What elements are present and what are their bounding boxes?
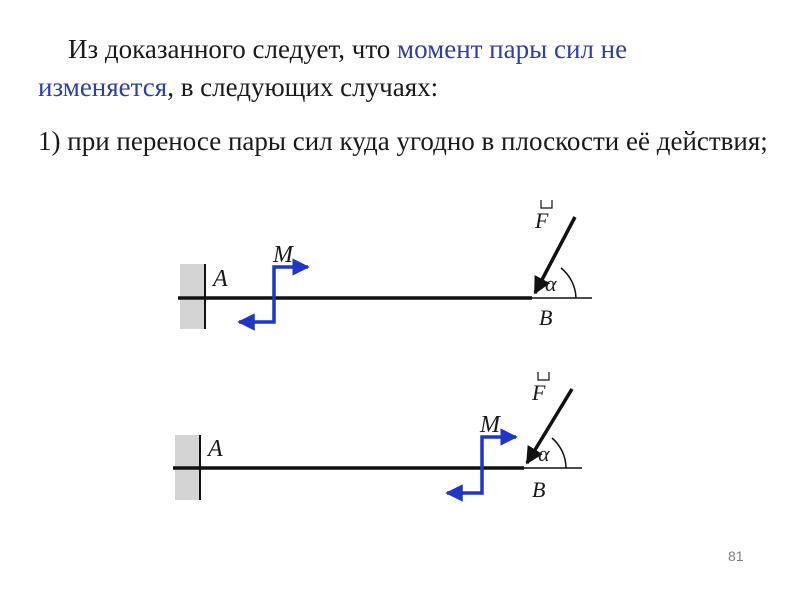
label-b: B: [532, 477, 545, 502]
case-one-paragraph: 1) при переносе пары сил куда угодно в п…: [38, 126, 768, 156]
alpha-arc: [560, 267, 577, 299]
slide-number: 81: [728, 548, 744, 564]
highlight-moment-phrase: момент пары сил не: [397, 34, 628, 64]
label-b: B: [539, 305, 552, 330]
label-f: F: [534, 208, 549, 233]
statement-text-start: Из доказанного следует, что: [68, 34, 398, 64]
couple-m-arrow-bottom: [237, 298, 276, 331]
statement-text-end: , в следующих случаях:: [167, 72, 439, 102]
alpha-arc: [551, 437, 567, 469]
label-m: M: [272, 242, 295, 268]
beam-figure-2: A M F α B: [173, 372, 582, 502]
force-f-arrow: [533, 216, 577, 295]
couple-m-arrow-bottom: [445, 468, 484, 502]
label-m: M: [479, 412, 502, 438]
beam-figure-1: A M F α B: [178, 200, 592, 331]
force-f-arrow: [525, 388, 574, 465]
label-alpha: α: [545, 271, 557, 296]
statement-paragraph: Из доказанного следует, что момент пары …: [38, 30, 778, 106]
couple-m-arrow-top: [480, 428, 518, 468]
label-f: F: [531, 380, 546, 405]
label-a: A: [211, 266, 228, 292]
couple-m-arrow-top: [272, 258, 310, 298]
label-a: A: [206, 436, 223, 462]
vector-mark-icon: [540, 200, 553, 209]
label-alpha: α: [538, 441, 550, 466]
vector-mark-icon: [537, 372, 550, 381]
highlight-not-changed: изменяется: [38, 72, 168, 102]
